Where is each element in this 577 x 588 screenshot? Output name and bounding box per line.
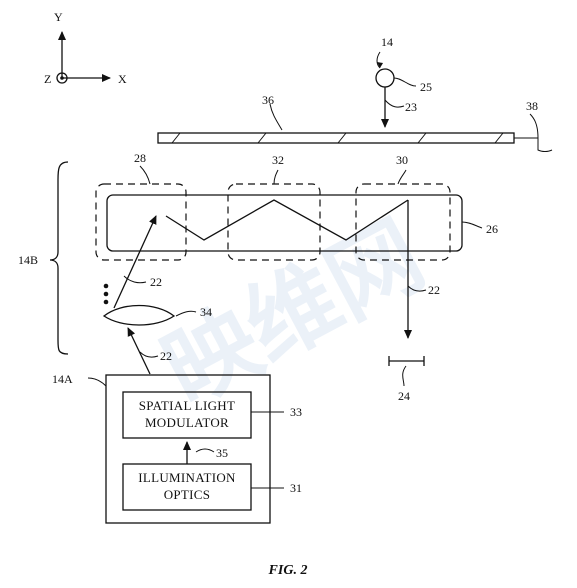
- ref-28: 28: [134, 151, 146, 165]
- ellipsis-dots: [103, 283, 109, 305]
- light-path-zigzag: [165, 199, 409, 241]
- coordinate-axes: Y X Z: [44, 10, 127, 86]
- ref-32: 32: [272, 153, 284, 167]
- input-ray-upper: 22: [113, 215, 162, 309]
- illum-label-line1: ILLUMINATION: [138, 470, 236, 485]
- eye-box: 24: [388, 356, 425, 403]
- ref-22-lower: 22: [160, 349, 172, 363]
- ref-31: 31: [290, 481, 302, 495]
- display-substrate: 36 38: [157, 93, 553, 152]
- illumination-light: 35: [183, 441, 228, 464]
- slm-label-line1: SPATIAL LIGHT: [139, 398, 235, 413]
- ref-36: 36: [262, 93, 274, 107]
- ref-30: 30: [396, 153, 408, 167]
- y-axis-label: Y: [54, 10, 63, 24]
- ref-26: 26: [486, 222, 498, 236]
- ref-22-upper: 22: [150, 275, 162, 289]
- illum-label-line2: OPTICS: [164, 487, 211, 502]
- viewer-eye: 14 25 23: [375, 35, 432, 128]
- ref-35: 35: [216, 446, 228, 460]
- output-coupler-region: 30: [355, 153, 451, 261]
- ref-34: 34: [200, 305, 212, 319]
- slm-label-line2: MODULATOR: [145, 415, 229, 430]
- input-coupler-region: 28: [95, 151, 187, 261]
- x-axis-label: X: [118, 72, 127, 86]
- spatial-light-modulator: SPATIAL LIGHT MODULATOR 33: [122, 391, 302, 439]
- ref-24: 24: [398, 389, 410, 403]
- waveguide: 26: [106, 194, 498, 252]
- ref-22-output: 22: [428, 283, 440, 297]
- illumination-optics: ILLUMINATION OPTICS 31: [122, 463, 302, 511]
- ref-38: 38: [526, 99, 538, 113]
- cross-coupler-region: 32: [227, 153, 321, 261]
- optical-system-bracket: 14B: [18, 161, 69, 355]
- ref-23: 23: [405, 100, 417, 114]
- z-axis-label: Z: [44, 72, 51, 86]
- ref-14A: 14A: [52, 372, 73, 386]
- output-ray: 22: [404, 200, 440, 339]
- ref-14B: 14B: [18, 253, 38, 267]
- figure-caption: FIG. 2: [268, 563, 308, 578]
- ref-33: 33: [290, 405, 302, 419]
- ref-25: 25: [420, 80, 432, 94]
- input-ray-lower: 22: [127, 327, 172, 375]
- ref-14: 14: [381, 35, 393, 49]
- lens: 34: [102, 304, 212, 326]
- projector: 14A: [52, 372, 271, 524]
